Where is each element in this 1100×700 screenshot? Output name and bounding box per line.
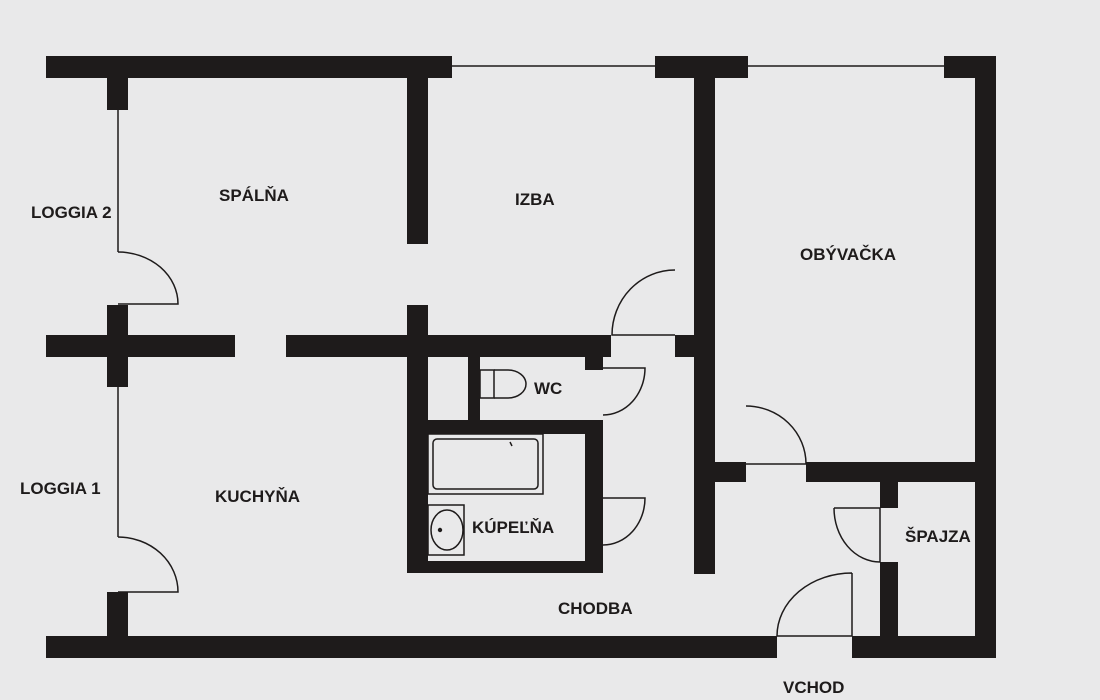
wall-spajza-left-top — [880, 462, 898, 508]
wall-spalna-izba — [407, 56, 428, 244]
room-label-chodba: CHODBA — [558, 599, 633, 618]
bathtub-icon — [427, 433, 544, 495]
door-kupelna — [602, 497, 646, 546]
wall-bath-bottom — [407, 561, 603, 573]
wall-bath-right-lower — [585, 420, 603, 573]
wall-mid-center — [286, 335, 611, 357]
door-loggia2 — [117, 251, 179, 305]
room-label-wc: WC — [534, 379, 562, 398]
door-izba — [611, 269, 676, 336]
wall-spajza-left-bottom — [880, 562, 898, 658]
room-label-kupelna: KÚPEĽŇA — [472, 518, 554, 537]
room-label-spalna: SPÁLŇA — [219, 186, 289, 205]
wall-top-left — [46, 56, 452, 78]
door-loggia1 — [117, 536, 179, 593]
wall-obyvacka-bottom-right — [806, 462, 996, 482]
wall-wc-right — [585, 352, 603, 370]
wall-obyvacka-stub — [675, 335, 715, 357]
wall-wc-bath — [407, 420, 603, 434]
wall-right — [975, 56, 996, 656]
pillar-bottom-left — [107, 592, 128, 658]
room-label-spajza: ŠPAJZA — [905, 527, 971, 546]
wall-wc-inner — [468, 352, 480, 424]
room-label-loggia1: LOGGIA 1 — [20, 479, 101, 498]
room-label-kuchyna: KUCHYŇA — [215, 487, 300, 506]
pillar-top-left — [107, 56, 128, 110]
walls — [46, 56, 996, 658]
wall-mid-left — [46, 335, 235, 357]
door-vchod — [776, 572, 853, 637]
room-label-loggia2: LOGGIA 2 — [31, 203, 112, 222]
wall-obyvacka-left — [694, 56, 715, 574]
room-label-obyvacka: OBÝVAČKA — [800, 245, 896, 264]
wall-bath-left — [407, 305, 428, 572]
room-labels: LOGGIA 2 SPÁLŇA IZBA OBÝVAČKA WC LOGGIA … — [20, 186, 971, 697]
door-spajza — [833, 507, 881, 563]
wall-bottom-left — [46, 636, 777, 658]
door-obyvacka — [745, 405, 807, 465]
thin-lines — [117, 65, 944, 637]
sink-icon — [427, 504, 465, 556]
wall-bottom-right — [852, 636, 996, 658]
door-wc — [602, 367, 646, 416]
room-label-vchod: VCHOD — [783, 678, 844, 697]
room-label-izba: IZBA — [515, 190, 555, 209]
toilet-icon — [479, 369, 527, 399]
wall-obyvacka-bottom-left — [694, 462, 746, 482]
